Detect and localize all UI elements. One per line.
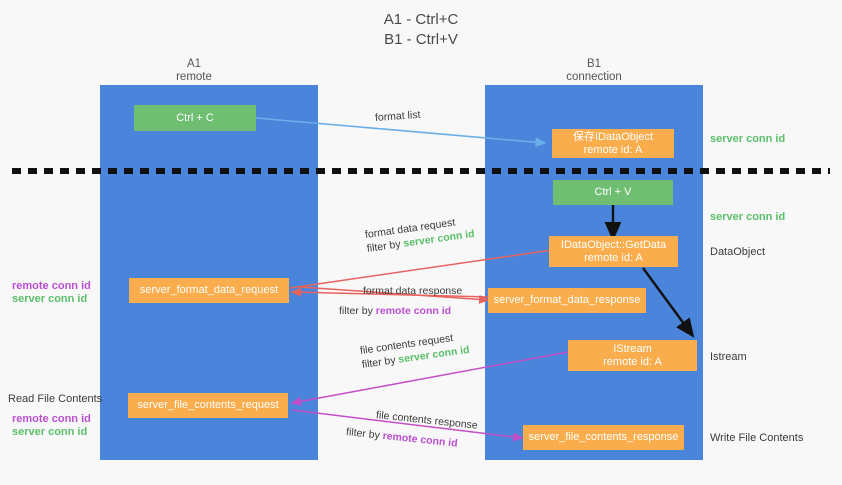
column-header-b1: B1 connection <box>524 58 664 84</box>
box-server-file-contents-request[interactable]: server_file_contents_request <box>128 393 288 418</box>
format-data-response-filter-prefix: filter by <box>339 305 376 317</box>
format-data-response-text: format data response <box>363 285 463 297</box>
file-contents-response-filter-key: remote conn id <box>382 429 459 450</box>
box-ctrl-c-label: Ctrl + C <box>176 111 214 124</box>
column-a1-name: A1 <box>186 58 202 70</box>
column-header-a1: A1 remote <box>124 58 264 84</box>
column-b1-sub: connection <box>566 71 622 83</box>
box-save-idataobject-line1: 保存IDataObject <box>572 130 654 143</box>
annotation-remote-conn-id-1: remote conn id <box>12 280 91 292</box>
box-save-idataobject-line2: remote id: A <box>583 143 643 156</box>
edge-label-format-list: format list <box>375 108 421 125</box>
annotation-write-file-contents: Write File Contents <box>710 432 804 444</box>
column-a1-sub: remote <box>176 71 212 83</box>
title-line-2: B1 - Ctrl+V <box>384 31 458 48</box>
box-server-file-contents-response[interactable]: server_file_contents_response <box>523 425 684 450</box>
annotation-server-conn-id-2: server conn id <box>710 211 786 223</box>
page-title: A1 - Ctrl+C B1 - Ctrl+V <box>0 10 842 50</box>
annotation-read-file-contents: Read File Contents <box>8 393 103 405</box>
title-line-1: A1 - Ctrl+C <box>383 11 459 28</box>
box-istream[interactable]: IStream remote id: A <box>568 340 697 371</box>
edge-label-format-data-response: format data response filter by remote co… <box>339 284 463 318</box>
box-ctrl-c[interactable]: Ctrl + C <box>134 105 256 131</box>
box-save-idataobject[interactable]: 保存IDataObject remote id: A <box>552 129 674 158</box>
box-getdata-line1: IDataObject::GetData <box>560 238 667 251</box>
annotation-server-conn-id-3: server conn id <box>12 293 88 305</box>
annotation-remote-conn-id-2: remote conn id <box>12 413 91 425</box>
box-server-file-contents-request-label: server_file_contents_request <box>137 399 279 411</box>
file-contents-response-text: file contents response <box>375 409 479 432</box>
box-istream-line2: remote id: A <box>603 355 662 368</box>
edge-label-format-list-text: format list <box>374 108 421 124</box>
format-data-response-filter-key: remote conn id <box>375 305 452 317</box>
edge-label-file-contents-request: file contents request filter by server c… <box>359 329 470 372</box>
annotation-server-conn-id-1: server conn id <box>710 133 786 145</box>
box-server-file-contents-response-label: server_file_contents_response <box>528 431 679 443</box>
file-contents-request-filter-prefix: filter by <box>361 353 400 371</box>
box-idataobject-getdata[interactable]: IDataObject::GetData remote id: A <box>549 236 678 267</box>
box-server-format-data-response-label: server_format_data_response <box>493 294 641 306</box>
box-istream-line1: IStream <box>613 342 652 355</box>
edge-label-format-data-request: format data request filter by server con… <box>364 213 475 256</box>
file-contents-response-filter-prefix: filter by <box>345 426 384 442</box>
edge-label-file-contents-response: file contents response filter by remote … <box>345 408 479 452</box>
column-b1-name: B1 <box>586 58 602 70</box>
box-ctrl-v[interactable]: Ctrl + V <box>553 180 673 205</box>
box-getdata-line2: remote id: A <box>584 251 643 264</box>
box-server-format-data-request-label: server_format_data_request <box>139 284 279 296</box>
format-data-request-filter-prefix: filter by <box>366 237 405 255</box>
annotation-dataobject: DataObject <box>710 246 766 258</box>
annotation-server-conn-id-4: server conn id <box>12 426 88 438</box>
box-ctrl-v-label: Ctrl + V <box>594 186 632 198</box>
annotation-istream: Istream <box>710 351 747 363</box>
box-server-format-data-response[interactable]: server_format_data_response <box>488 288 646 313</box>
box-server-format-data-request[interactable]: server_format_data_request <box>129 278 289 303</box>
